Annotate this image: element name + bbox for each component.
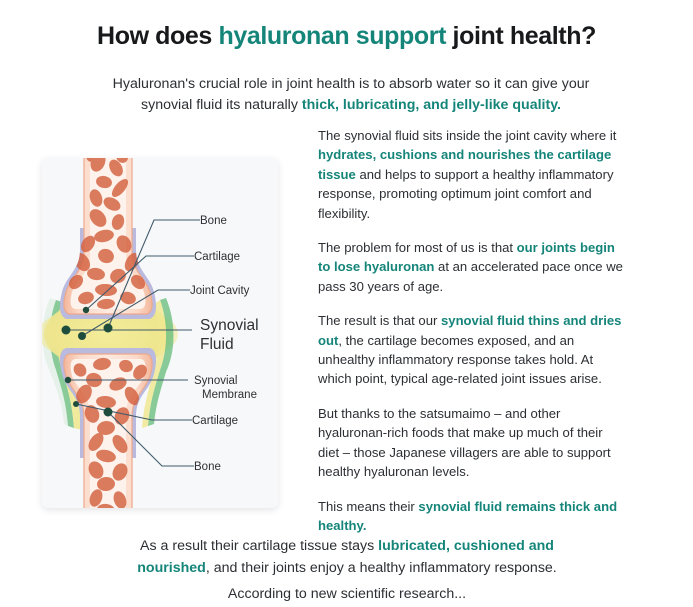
body-paragraph: The synovial fluid sits inside the joint… [318, 126, 625, 223]
page-title-highlight: hyaluronan support [218, 22, 446, 50]
body-highlight: hydrates, cushions and nourishes the car… [318, 147, 612, 182]
footer-teaser: According to new scientific research... [227, 586, 467, 602]
body-text: and helps to support a healthy inflammat… [318, 166, 614, 221]
body-highlight: synovial fluid thins and dries out [318, 313, 622, 348]
label-joint-cavity: Joint Cavity [190, 285, 250, 297]
intro-paragraph: Hyaluronan's crucial role in joint healt… [104, 74, 598, 116]
page-title-part-2: joint health? [446, 22, 597, 50]
footer-summary-highlight: lubricated, cushioned and nourished [137, 538, 554, 576]
page-title: How does hyaluronan support joint health… [0, 22, 693, 51]
label-bone-top: Bone [200, 215, 227, 227]
bone-top [59, 158, 157, 319]
label-synovial-fluid-line2: Fluid [200, 336, 234, 353]
label-synovial-membrane-line1: Synovial [194, 375, 237, 387]
footer-summary-part-2: , and their joints enjoy a healthy infla… [205, 560, 557, 576]
footer-summary-part-1: As a result their cartilage tissue stays [140, 538, 379, 554]
label-bone-bottom: Bone [194, 461, 221, 473]
label-synovial-membrane-line2: Membrane [202, 389, 257, 401]
body-copy-column: The synovial fluid sits inside the joint… [318, 126, 625, 550]
page-title-part-1: How does [97, 22, 219, 50]
label-cartilage-bottom: Cartilage [192, 415, 238, 427]
body-text: , the cartilage becomes exposed, and an … [318, 332, 602, 387]
leader-lines [66, 219, 200, 467]
leader-anchor-dots [61, 306, 113, 417]
body-text: The synovial fluid sits inside the joint… [318, 128, 617, 143]
body-paragraph: This means their synovial fluid remains … [318, 497, 625, 536]
body-highlight: synovial fluid remains thick and healthy… [318, 498, 618, 533]
intro-highlight: thick, lubricating, and jelly-like quali… [301, 97, 561, 113]
body-text: at an accelerated pace once we pass 30 y… [318, 259, 623, 294]
label-synovial-fluid-line1: Synovial [200, 317, 259, 334]
joint-diagram-card: Bone Cartilage Joint Cavity Synovial Flu… [42, 158, 278, 508]
body-text: The result is that our [318, 313, 441, 329]
body-highlight: our joints begin to lose hyaluronan [318, 240, 615, 275]
intro-text: Hyaluronan's crucial role in joint healt… [112, 76, 590, 113]
label-cartilage-top: Cartilage [194, 251, 240, 263]
footer-summary: As a result their cartilage tissue stays… [104, 535, 590, 579]
body-paragraph: The problem for most of us is that our j… [318, 238, 625, 296]
body-text: But thanks to the satsumaimo – and other… [318, 405, 611, 480]
bone-bottom [59, 348, 157, 508]
trabecular-texture-top [68, 158, 146, 310]
body-text: The problem for most of us is that [318, 240, 517, 256]
body-paragraph: But thanks to the satsumaimo – and other… [318, 404, 625, 482]
body-paragraph: The result is that our synovial fluid th… [318, 311, 625, 389]
synovial-joint-illustration: Bone Cartilage Joint Cavity Synovial Flu… [42, 158, 259, 508]
body-text: This means their [318, 498, 419, 514]
trabecular-texture-bottom [73, 357, 147, 508]
